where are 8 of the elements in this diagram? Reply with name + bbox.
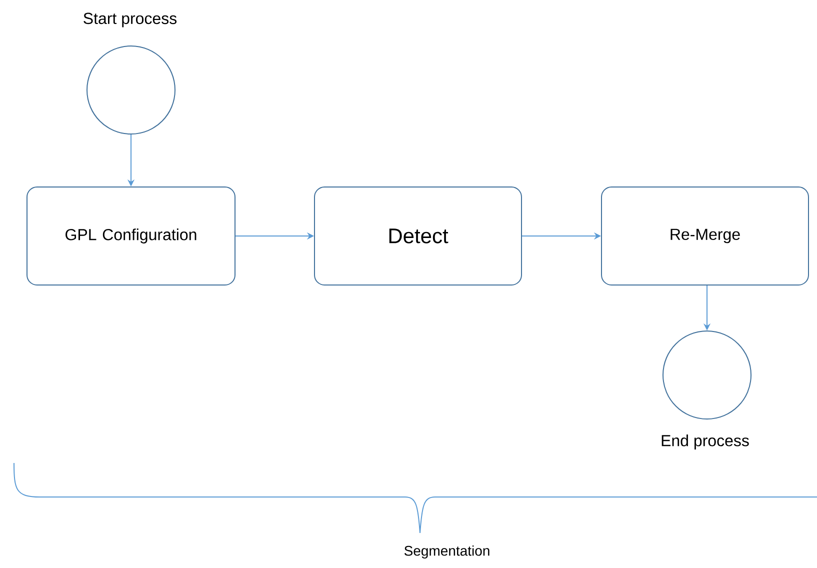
brace-label: Segmentation (404, 545, 490, 559)
event-circle (662, 330, 752, 420)
process-box: Detect (314, 186, 522, 286)
event-circle (86, 46, 176, 134)
process-box: GPL Configuration (26, 186, 236, 286)
node-label: Start process (84, 12, 177, 28)
process-box: Re-Merge (601, 186, 809, 286)
node-label: End process (662, 434, 749, 450)
